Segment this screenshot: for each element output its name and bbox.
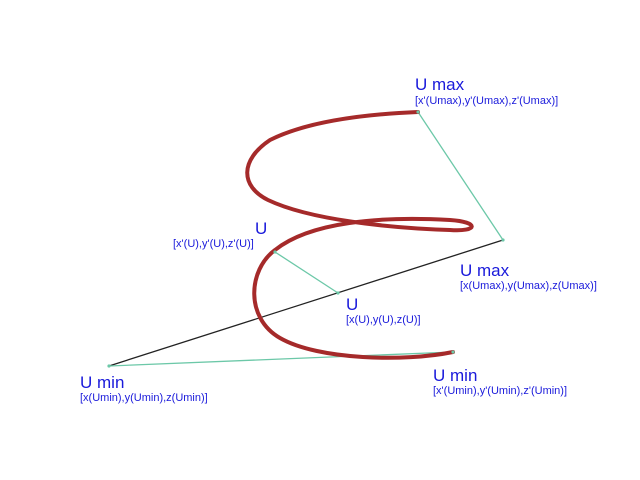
axis-u-coords: [x(U),y(U),z(U)] (346, 314, 421, 326)
axis-umin-label: U min (80, 373, 125, 392)
spine-umin-point (107, 364, 111, 368)
helix-umax-label: U max (415, 75, 465, 94)
helix-u-coords: [x'(U),y'(U),z'(U)] (173, 238, 254, 250)
axis-umax-coords: [x(Umax),y(Umax),z(Umax)] (460, 280, 597, 292)
axis-umin-coords: [x(Umin),y(Umin),z(Umin)] (80, 392, 208, 404)
axis-umax-label: U max (460, 261, 510, 280)
helix-umax-coords: [x'(Umax),y'(Umax),z'(Umax)] (415, 95, 559, 107)
connector-umin (108, 351, 454, 367)
connector-u (274, 251, 339, 294)
spine-umax-point (501, 238, 505, 242)
helix-curve (245, 110, 474, 360)
helix-u-label: U (255, 219, 268, 238)
spine-axis-line (108, 239, 504, 367)
helix-umax-point (416, 110, 420, 114)
helix-umin-label: U min (433, 366, 478, 385)
helix-umin-point (451, 350, 455, 354)
helix-umin-coords: [x'(Umin),y'(Umin),z'(Umin)] (433, 385, 568, 397)
connector-umax (417, 111, 504, 241)
spine-u-point (336, 291, 340, 295)
axis-u-label: U (346, 295, 359, 314)
helix-u-point (273, 250, 277, 254)
